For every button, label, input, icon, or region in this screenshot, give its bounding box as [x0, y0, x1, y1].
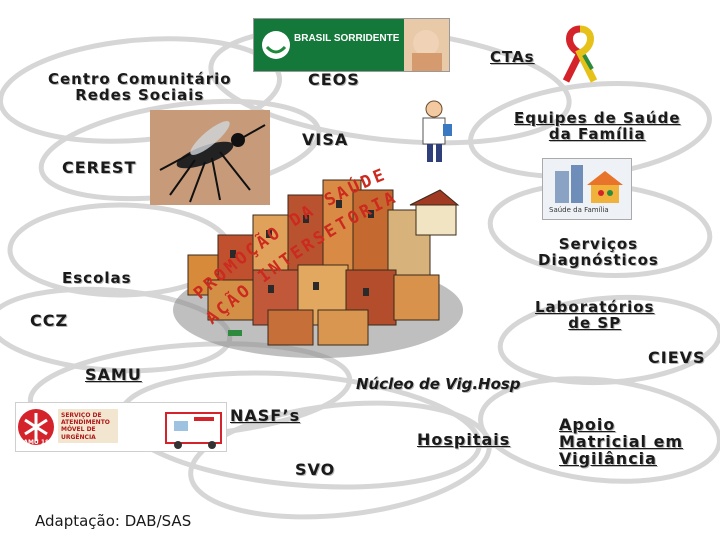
samu-logo-text: SAMU 192 — [19, 439, 54, 446]
promocao-saude-text: PROMOÇÃO DA SAÚDE — [190, 164, 390, 303]
community-houses-illustration — [173, 179, 463, 358]
ccz-label: CCZ — [30, 311, 69, 330]
servicos-diagnosticos-text: Serviços Diagnósticos — [538, 235, 659, 269]
brasil-sorridente-text: BRASIL SORRIDENTE — [294, 33, 400, 44]
svo-label: SVO — [295, 460, 336, 479]
saude-familia-logo: Saúde da Família — [542, 158, 632, 220]
samu-label: SAMU — [85, 365, 142, 384]
health-house-icon — [555, 165, 623, 203]
laboratorios-text: Laboratórios de SP — [535, 298, 655, 332]
ribbon-icon — [562, 25, 598, 83]
ring — [478, 376, 720, 484]
centro-comunitario-text: Centro Comunitário Redes Sociais — [48, 70, 232, 104]
samu-banner: SAMU 192 SERVIÇO DE ATENDIMENTO MÓVEL DE… — [15, 402, 227, 452]
laboratorios-label: Laboratórios de SP — [535, 298, 655, 332]
saude-familia-text: Saúde da Família — [549, 206, 609, 214]
ceos-label: CEOS — [308, 70, 360, 89]
escolas-label: Escolas — [62, 269, 132, 287]
ambulance-icon — [18, 409, 222, 449]
mosquito-icon — [150, 110, 270, 205]
equipes-saude-familia-label: Equipes de Saúde da Família — [514, 109, 681, 143]
ring — [0, 36, 283, 144]
samu-service-text: SERVIÇO DE ATENDIMENTO MÓVEL DE URGÊNCIA — [61, 412, 110, 441]
equipes-saude-familia-text: Equipes de Saúde da Família — [514, 109, 681, 143]
centro-comunitario-label: Centro Comunitário Redes Sociais — [48, 70, 232, 104]
hospitais-label: Hospitais — [417, 430, 511, 449]
nucleo-vig-hosp-label: Núcleo de Vig.Hosp — [356, 375, 521, 393]
apoio-matricial-label: Apoio Matricial em Vigilância — [559, 415, 684, 468]
nasf-label: NASF’s — [230, 406, 301, 425]
ring — [188, 400, 492, 520]
servicos-diagnosticos-label: Serviços Diagnósticos — [538, 235, 659, 269]
apoio-matricial-text: Apoio Matricial em Vigilância — [559, 415, 684, 468]
brasil-sorridente-banner: BRASIL SORRIDENTE — [253, 18, 450, 72]
health-worker-icon — [422, 100, 452, 162]
cerest-label: CEREST — [62, 158, 137, 177]
smile-logo-icon — [254, 19, 449, 71]
source-credit: Adaptação: DAB/SAS — [35, 512, 192, 530]
ctas-label: CTAs — [490, 48, 535, 66]
visa-label: VISA — [302, 130, 349, 149]
cievs-label: CIEVS — [648, 348, 706, 367]
